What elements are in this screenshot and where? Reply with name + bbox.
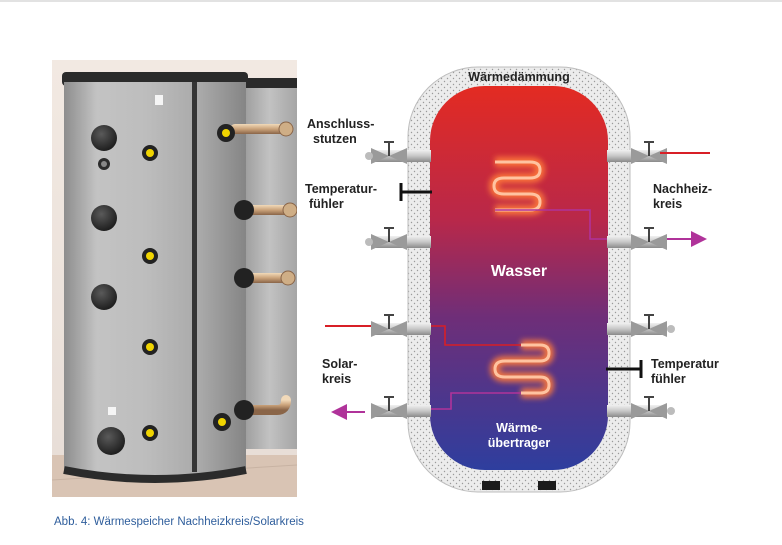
connection-port-left [371, 396, 431, 419]
storage-tank-diagram: Wärmedämmung Wasser Wärme- übertrager An… [305, 62, 725, 497]
solar-circuit-label: kreis [322, 372, 351, 386]
connection-port-right [607, 314, 675, 337]
water-label: Wasser [491, 263, 547, 280]
temp-sensor-right-label: fühler [651, 372, 686, 386]
reheat-circuit-label: Nachheiz- [653, 182, 712, 196]
heat-exchanger-label: übertrager [488, 436, 551, 450]
top-divider [0, 0, 782, 2]
temp-sensor-left-label: fühler [309, 197, 344, 211]
temperature-sensor-left [399, 183, 432, 201]
tank-photo [52, 60, 297, 497]
figure-caption: Abb. 4: Wärmespeicher Nachheizkreis/Sola… [54, 516, 304, 528]
heat-exchanger-label: Wärme- [496, 421, 542, 435]
reheat-circuit-label: kreis [653, 197, 682, 211]
solar-circuit-label: Solar- [322, 357, 357, 371]
temp-sensor-right-label: Temperatur [651, 357, 719, 371]
reheat-heat-exchanger [488, 152, 710, 247]
connection-port-right [607, 227, 667, 250]
connection-label: stutzen [313, 132, 357, 146]
temp-sensor-left-label: Temperatur- [305, 182, 377, 196]
connection-port-left [371, 314, 431, 337]
solar-heat-exchanger [325, 325, 555, 420]
connection-port-left [365, 141, 431, 164]
connection-port-right [607, 396, 675, 419]
connection-port-left [365, 227, 431, 250]
water-body [430, 86, 608, 470]
temperature-sensor-right [606, 360, 643, 378]
connection-label: Anschluss- [307, 117, 374, 131]
insulation-label: Wärmedämmung [468, 70, 569, 84]
